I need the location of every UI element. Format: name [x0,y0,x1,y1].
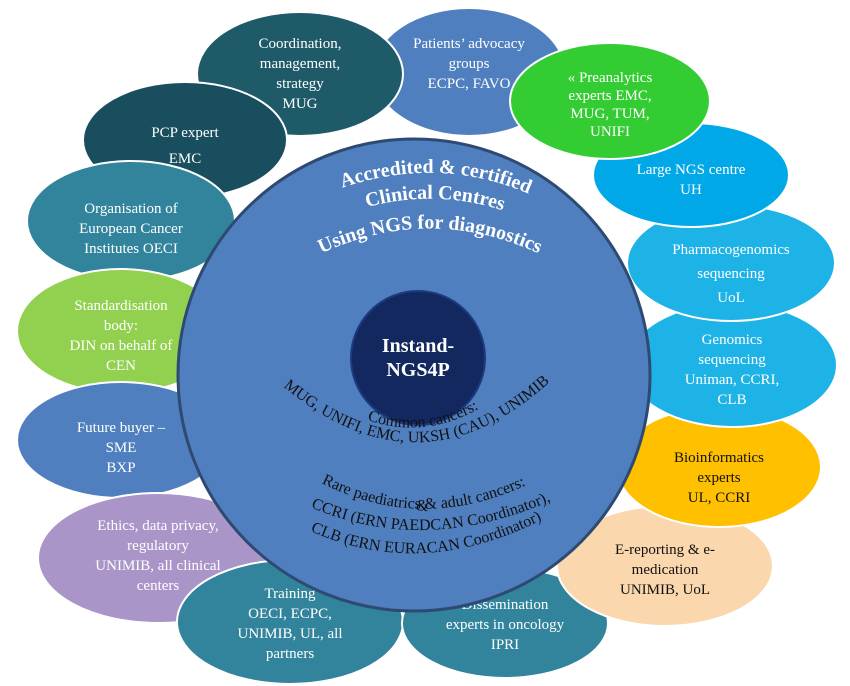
node-training-line-4: partners [266,646,314,662]
node-genomics-line-4: CLB [717,392,746,408]
node-training-line-1: Training [264,586,316,602]
node-standardisation: Standardisation body: DIN on behalf of CEN [16,268,226,394]
node-dissemination-line-3: IPRI [491,637,519,653]
center-circle [350,290,486,426]
node-ethics-line-4: centers [137,578,180,594]
node-preanalytics-line-1: « Preanalytics [568,70,653,86]
node-preanalytics-ellipse [509,42,711,160]
node-future-buyer-line-2: SME [106,440,137,456]
node-preanalytics-line-4: UNIFI [590,124,630,140]
node-e-reporting-line-2: medication [632,562,699,578]
node-ethics-line-1: Ethics, data privacy, [97,518,218,534]
node-standardisation-line-3: DIN on behalf of [70,338,173,354]
node-oeci: Organisation of European CancerInstitutes… [26,160,236,282]
node-patients-advocacy-line-1: Patients’ advocacy [413,36,525,52]
node-bioinformatics-line-3: UL, CCRI [688,490,751,506]
node-future-buyer-line-3: BXP [106,460,135,476]
node-training-line-2: OECI, ECPC, [248,606,332,622]
center-title-line-1: Instand- [382,335,454,357]
node-bioinformatics-line-2: experts [697,470,740,486]
node-future-buyer: Future buyer – SME BXP [16,381,226,499]
node-coordination-line-3: strategy [276,76,324,92]
node-coordination-line-4: MUG [282,96,317,112]
node-e-reporting-line-1: E-reporting & e- [615,542,715,558]
node-standardisation-line-2: body: [104,318,138,334]
node-large-ngs-line-2: UH [680,182,702,198]
node-large-ngs-line-1: Large NGS centre [637,162,746,178]
node-e-reporting-line-3: UNIMIB, UoL [620,582,710,598]
node-training-line-3: UNIMIB, UL, all [238,626,343,642]
node-oeci-line-1: Organisation of [84,201,177,217]
node-dissemination-line-2: experts in oncology [446,617,565,633]
node-oeci-line-2: European Cancer [79,221,183,237]
node-coordination-line-2: management, [260,56,340,72]
node-pharmacogenomics-line-1: Pharmacogenomics [672,242,790,258]
node-pharmacogenomics-line-2: sequencing [697,266,765,282]
node-preanalytics-line-3: MUG, TUM, [570,106,649,122]
node-genomics-line-3: Uniman, CCRI, [685,372,780,388]
center-title-line-2: NGS4P [386,359,449,381]
node-genomics-line-2: sequencing [698,352,766,368]
node-pcp-expert-line-1: PCP expert [151,125,219,141]
node-patients-advocacy-line-3: ECPC, FAVO [428,76,511,92]
node-future-buyer-line-1: Future buyer – [77,420,166,436]
node-standardisation-line-1: Standardisation [74,298,168,314]
node-preanalytics-line-2: experts EMC, [568,88,651,104]
node-oeci-line-3: Institutes OECI [84,241,178,257]
node-ethics-line-2: regulatory [127,538,189,554]
node-preanalytics: « Preanalytics experts EMC, MUG, TUM, UNIFI [509,42,711,160]
node-pcp-expert-line-2: EMC [169,151,202,167]
node-pharmacogenomics-line-3: UoL [717,290,745,306]
node-bioinformatics-line-1: Bioinformatics [674,450,764,466]
node-coordination-line-1: Coordination, [259,36,342,52]
node-patients-advocacy-line-2: groups [449,56,490,72]
node-ethics-line-3: UNIMIB, all clinical [95,558,220,574]
ring-bottom-line-3: & [415,497,430,515]
node-genomics-line-1: Genomics [702,332,763,348]
node-standardisation-line-4: CEN [106,358,136,374]
